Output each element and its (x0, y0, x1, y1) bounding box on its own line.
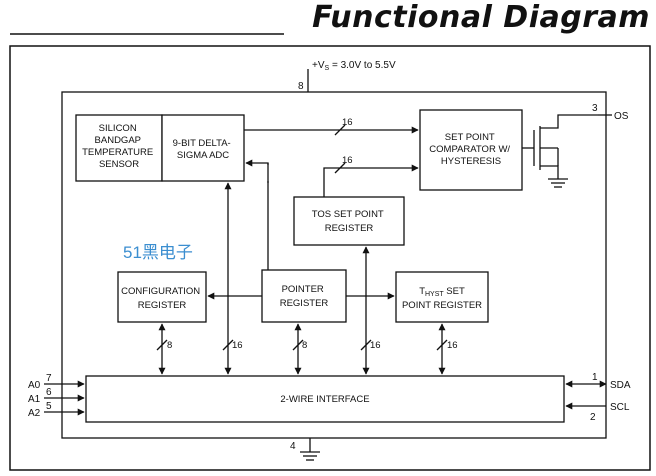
bus-width-label: 16 (342, 117, 353, 128)
bus-width-label: 16 (370, 340, 381, 351)
adc-label: 9-BIT DELTA- SIGMA ADC (173, 138, 234, 161)
bus-slash (334, 162, 346, 174)
sda-pin-number: 1 (592, 372, 598, 383)
bus-slash (360, 339, 372, 351)
sensor-block (75, 114, 163, 182)
comparator-label: SET POINT COMPARATOR W/ HYSTERESIS (429, 132, 512, 167)
page-title: Functional Diagram (312, 0, 650, 35)
os-pin-number: 3 (592, 103, 598, 114)
bus-width-label: 8 (167, 340, 172, 351)
tos-to-comparator-bus (323, 164, 419, 197)
bus-slash (334, 124, 346, 136)
chip-body (61, 91, 607, 439)
bus-width-label: 16 (447, 340, 458, 351)
pointer-to-adc-arrow (245, 159, 269, 270)
os-output-transistor (522, 114, 612, 188)
adc-block (161, 114, 245, 182)
a2-pin-label: A2 (28, 408, 41, 419)
sensor-label: SILICON BANDGAP TEMPERATURE SENSOR (82, 123, 156, 170)
comparator-block (419, 109, 523, 191)
ground-pin-number: 4 (290, 441, 296, 452)
interface-label: 2-WIRE INTERFACE (280, 394, 369, 405)
tos-register-block (293, 196, 405, 246)
a0-pin-label: A0 (28, 380, 41, 391)
tos-register-label: TOS SET POINT REGISTER (312, 209, 386, 234)
bus-slash (156, 339, 168, 351)
config-register-label: CONFIGURATION REGISTER (121, 286, 203, 311)
os-pin-label: OS (614, 111, 629, 122)
a0-pin-number: 7 (46, 373, 52, 384)
bus-width-label: 16 (342, 155, 353, 166)
bus-width-label: 16 (232, 340, 243, 351)
interface-block (85, 375, 565, 423)
bus-slash (292, 339, 304, 351)
config-register-block (117, 271, 207, 323)
watermark: 51黑电子 (123, 243, 193, 262)
sda-pin-label: SDA (610, 380, 631, 391)
a2-pin-number: 5 (46, 401, 52, 412)
outer-frame (9, 45, 651, 471)
thyst-register-label-line1: THYST SET (419, 286, 465, 298)
thyst-register-block (395, 271, 489, 323)
supply-label: +VS = 3.0V to 5.5V (312, 60, 396, 72)
bus-slash (436, 339, 448, 351)
scl-pin-label: SCL (610, 402, 630, 413)
supply-pin: 8 +VS = 3.0V to 5.5V (298, 60, 396, 92)
bus-slash (222, 339, 234, 351)
supply-pin-number: 8 (298, 81, 304, 92)
a1-pin-number: 6 (46, 387, 52, 398)
scl-pin-number: 2 (590, 412, 596, 423)
thyst-register-label-line2: POINT REGISTER (402, 300, 482, 311)
pointer-register-label: POINTER REGISTER (280, 284, 329, 309)
ground-pin: 4 (290, 438, 320, 461)
a1-pin-label: A1 (28, 394, 41, 405)
bus-width-label: 8 (302, 340, 307, 351)
pointer-register-block (261, 269, 347, 323)
